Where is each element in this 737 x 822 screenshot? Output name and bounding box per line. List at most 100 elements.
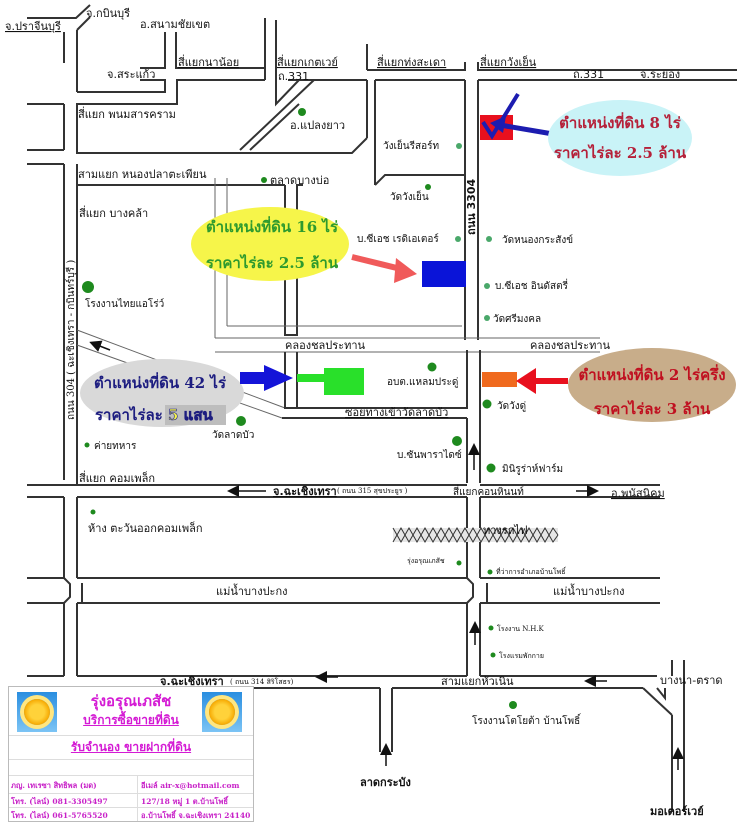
landmark-dot-obt-laem-pradu xyxy=(427,362,437,372)
callout-16-rai-line2: ราคาไร่ละ 2.5 ล้าน xyxy=(206,253,339,272)
railway xyxy=(392,526,559,544)
landmark-wang-yen-resort: วังเย็นรีสอร์ท xyxy=(383,138,439,152)
landmark-dot-nhk xyxy=(488,625,494,631)
label-road-304: ถนน 304 ( ฉะเชิงเทรา - กบินทร์บุรี ) xyxy=(65,260,77,420)
landmark-hotel: โรงแรมพักกาย xyxy=(499,651,544,660)
label-road-314-note: ( ถนน 314 สิริโสธร) xyxy=(230,677,294,686)
callout-42-rai-line1: ตำแหน่งที่ดิน 42 ไร่ xyxy=(94,372,227,392)
landmark-thai-aero: โรงงานไทยแอโร่ว์ xyxy=(85,297,164,310)
landmark-obt-laem-pradu: อบต.แหลมประดู่ xyxy=(387,377,458,388)
bubble-2-5-rai xyxy=(568,348,736,422)
divider xyxy=(9,793,253,794)
label-junction-complex: สี่แยก คอมเพล็ก xyxy=(79,470,155,485)
landmark-ch-industry: บ.ซีเอช อินดัสตรี่ xyxy=(495,278,569,292)
label-chachoengsao-314: จ.ฉะเชิงเทรา xyxy=(160,675,224,688)
label-road-3304: ถนน 3304 xyxy=(465,179,478,235)
callout-2-5-rai-line1: ตำแหน่งที่ดิน 2 ไร่ครึ่ง xyxy=(578,364,725,384)
landmark-wat-si-mongkhon: วัดศรีมงคล xyxy=(493,313,541,325)
landmark-dot-east-complex xyxy=(90,509,96,515)
label-chachoengsao-315: จ.ฉะเชิงเทรา xyxy=(273,485,337,498)
sun-icon xyxy=(17,692,57,732)
landmark-dot-mini-ranch xyxy=(486,463,496,473)
label-junction-ket-wai: สี่แยกเกตเวย์ xyxy=(277,54,338,69)
landmark-plaeng-yao: อ.แปลงยาว xyxy=(290,119,345,132)
arrow-42-rai xyxy=(240,372,265,384)
label-road-315-note: ( ถนน 315 สุขประยูร ) xyxy=(337,487,408,495)
business-card: รุ่งอรุณเภสัช บริการซื้อขายที่ดิน รับจำน… xyxy=(8,686,254,822)
callout-2-5-rai: ตำแหน่งที่ดิน 2 ไร่ครึ่ง ราคาไร่ละ 3 ล้า… xyxy=(482,348,736,422)
landmark-dot-wat-wang-yen xyxy=(425,184,431,190)
plot-2-5-rai xyxy=(482,372,517,387)
landmark-dot-ch-creator xyxy=(455,236,461,242)
label-sanam-chai-khet: อ.สนามชัยเขต xyxy=(140,18,210,31)
landmark-wat-wang-yen: วัดวังเย็น xyxy=(390,189,429,203)
landmark-talat-bang-bo: ตลาดบางบ่อ xyxy=(270,174,329,187)
label-lat-krabang: ลาดกระบัง xyxy=(360,776,411,789)
landmark-dot-army-camp xyxy=(84,442,90,448)
callout-8-rai: ตำแหน่งที่ดิน 8 ไร่ ราคาไร่ละ 2.5 ล้าน xyxy=(480,92,692,176)
callout-16-rai: ตำแหน่งที่ดิน 16 ไร่ ราคาไร่ละ 2.5 ล้าน xyxy=(191,207,466,287)
sun-icon xyxy=(202,692,242,732)
landmark-nhk: โรงงาน N.H.K xyxy=(497,624,545,633)
landmark-dot-toyota xyxy=(509,701,517,709)
landmark-dot-wat-si-mongkhon xyxy=(484,315,490,321)
callout-2-5-rai-line2: ราคาไร่ละ 3 ล้าน xyxy=(594,399,711,418)
arrow-8-rai xyxy=(499,122,554,137)
card-email[interactable]: อีเมล์ air-x@hotmail.com xyxy=(141,781,240,790)
landmark-ban-pho-office: ที่ว่าการอำเภอบ้านโพธิ์ xyxy=(496,566,567,576)
callout-42-rai-line2: ราคาไร่ละ 5 แสน xyxy=(95,405,213,424)
landmark-wat-lad-bua: วัดลาดบัว xyxy=(212,430,254,441)
callout-42-rai-price: 5 แสน xyxy=(168,406,213,424)
landmark-dot-wat-nong-kra-sang xyxy=(486,236,492,242)
label-kabinburi: จ.กบินบุรี xyxy=(86,7,130,20)
label-junction-thung-sa-dao: สี่แยกท่งสะเดา xyxy=(377,54,447,69)
price-highlight-42-rai xyxy=(165,405,226,425)
card-address-line-1: 127/18 หมู่ 1 ต.บ้านโพธิ์ xyxy=(141,797,228,806)
plot-42-rai-access xyxy=(297,374,325,382)
arrow-head-8-rai xyxy=(490,116,506,133)
callout-8-rai-line1: ตำแหน่งที่ดิน 8 ไร่ xyxy=(559,112,682,132)
landmark-wat-wang-du: วัดวังดู่ xyxy=(497,401,526,412)
callout-42-rai-price-prefix: ราคาไร่ละ xyxy=(95,405,168,424)
label-junction-hua-hin: สามแยกหัวเนิน xyxy=(441,675,514,688)
landmark-sun-paradise: บ.ซันพาราไดซ์ xyxy=(397,449,462,461)
landmark-dot-wang-yen-resort xyxy=(456,143,462,149)
road-network xyxy=(27,4,737,812)
landmark-dot-plaeng-yao xyxy=(298,108,306,116)
checkmark-icon xyxy=(481,92,520,140)
callout-8-rai-line2: ราคาไร่ละ 2.5 ล้าน xyxy=(554,143,687,162)
landmark-army-camp: ค่ายทหาร xyxy=(94,441,137,452)
landmark-dot-ban-pho-office xyxy=(487,569,493,575)
divider xyxy=(9,775,253,776)
plot-16-rai xyxy=(422,261,466,287)
divider xyxy=(137,775,138,821)
arrow-head-2-5-rai xyxy=(516,368,536,394)
label-junction-bang-khla: สี่แยก บางคล้า xyxy=(79,205,149,220)
label-junction-khon-hin-non: สี่แยกคอนหินนท์ xyxy=(453,484,524,498)
landmark-wat-nong-kra-sang: วัดหนองกระสังข์ xyxy=(502,234,573,246)
label-bangna-trat: บางนา-ตราด xyxy=(660,674,723,687)
card-phone-2[interactable]: โทร. (ไลน์) 061-5765520 xyxy=(11,811,108,820)
bubble-8-rai xyxy=(548,100,692,176)
label-canal: คลองชลประทาน xyxy=(285,339,366,352)
card-title: รุ่งอรุณเภสัช xyxy=(90,692,172,710)
label-river-east: แม่น้ำบางปะกง xyxy=(553,583,625,598)
label-junction-phanom-sarakham: สี่แยก พนมสารคราม xyxy=(78,106,176,121)
label-rayong: จ.ระยอง xyxy=(640,68,680,81)
divider xyxy=(9,807,253,808)
label-road-331-b: ถ.331 xyxy=(573,68,604,81)
label-junction-wang-yen: สี่แยกวังเย็น xyxy=(480,54,537,69)
label-soi-lad-bua: ซอยทางเข้าวัดลาดบัว xyxy=(345,406,448,419)
landmark-rung-arun: รุ่งอรุณเภสัช xyxy=(407,557,445,565)
card-subtitle-service: บริการซื้อขายที่ดิน xyxy=(83,713,179,727)
bubble-16-rai xyxy=(191,207,349,281)
divider xyxy=(9,759,253,760)
callout-16-rai-line1: ตำแหน่งที่ดิน 16 ไร่ xyxy=(206,216,339,236)
label-river-west: แม่น้ำบางปะกง xyxy=(216,583,288,598)
landmark-dot-sun-paradise xyxy=(452,436,462,446)
landmark-dot-rung-arun xyxy=(456,560,462,566)
card-phone-1[interactable]: โทร. (ไลน์) 081-3305497 xyxy=(11,797,108,806)
landmark-mini-ranch: มินิรูร่าห์ฟาร์ม xyxy=(502,463,563,475)
landmark-dot-wat-lad-bua xyxy=(236,416,246,426)
